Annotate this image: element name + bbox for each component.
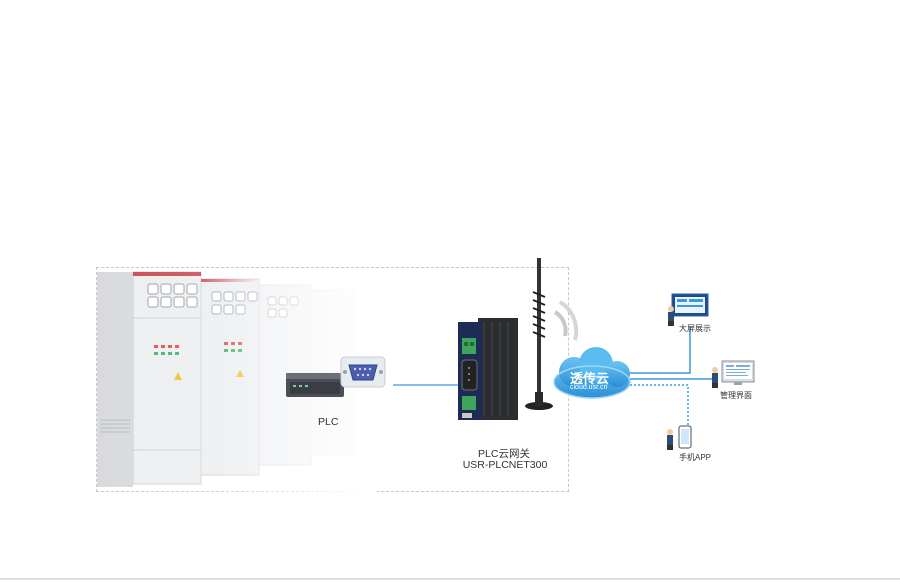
mobile-app-user: [667, 425, 692, 450]
bottom-divider: [0, 578, 900, 580]
gateway-model-label: USR-PLCNET300: [462, 459, 548, 471]
big-screen-display: [668, 293, 709, 326]
cloud-platform: [553, 347, 631, 399]
endpoint-label-mobile: 手机APP: [679, 453, 712, 462]
management-workstation: [712, 360, 755, 388]
endpoint-label-big-screen: 大屏展示: [679, 324, 711, 333]
cloud-url: cloud.usr.cn: [570, 384, 608, 391]
plc-label: PLC: [318, 416, 339, 428]
plc-device: [286, 356, 386, 397]
gateway-name-label: PLC云网关: [478, 448, 530, 460]
endpoint-label-management: 管理界面: [720, 391, 752, 400]
cloud-title: 透传云: [570, 371, 610, 386]
gateway-device: [458, 258, 579, 420]
endpoint-links: [630, 327, 712, 437]
